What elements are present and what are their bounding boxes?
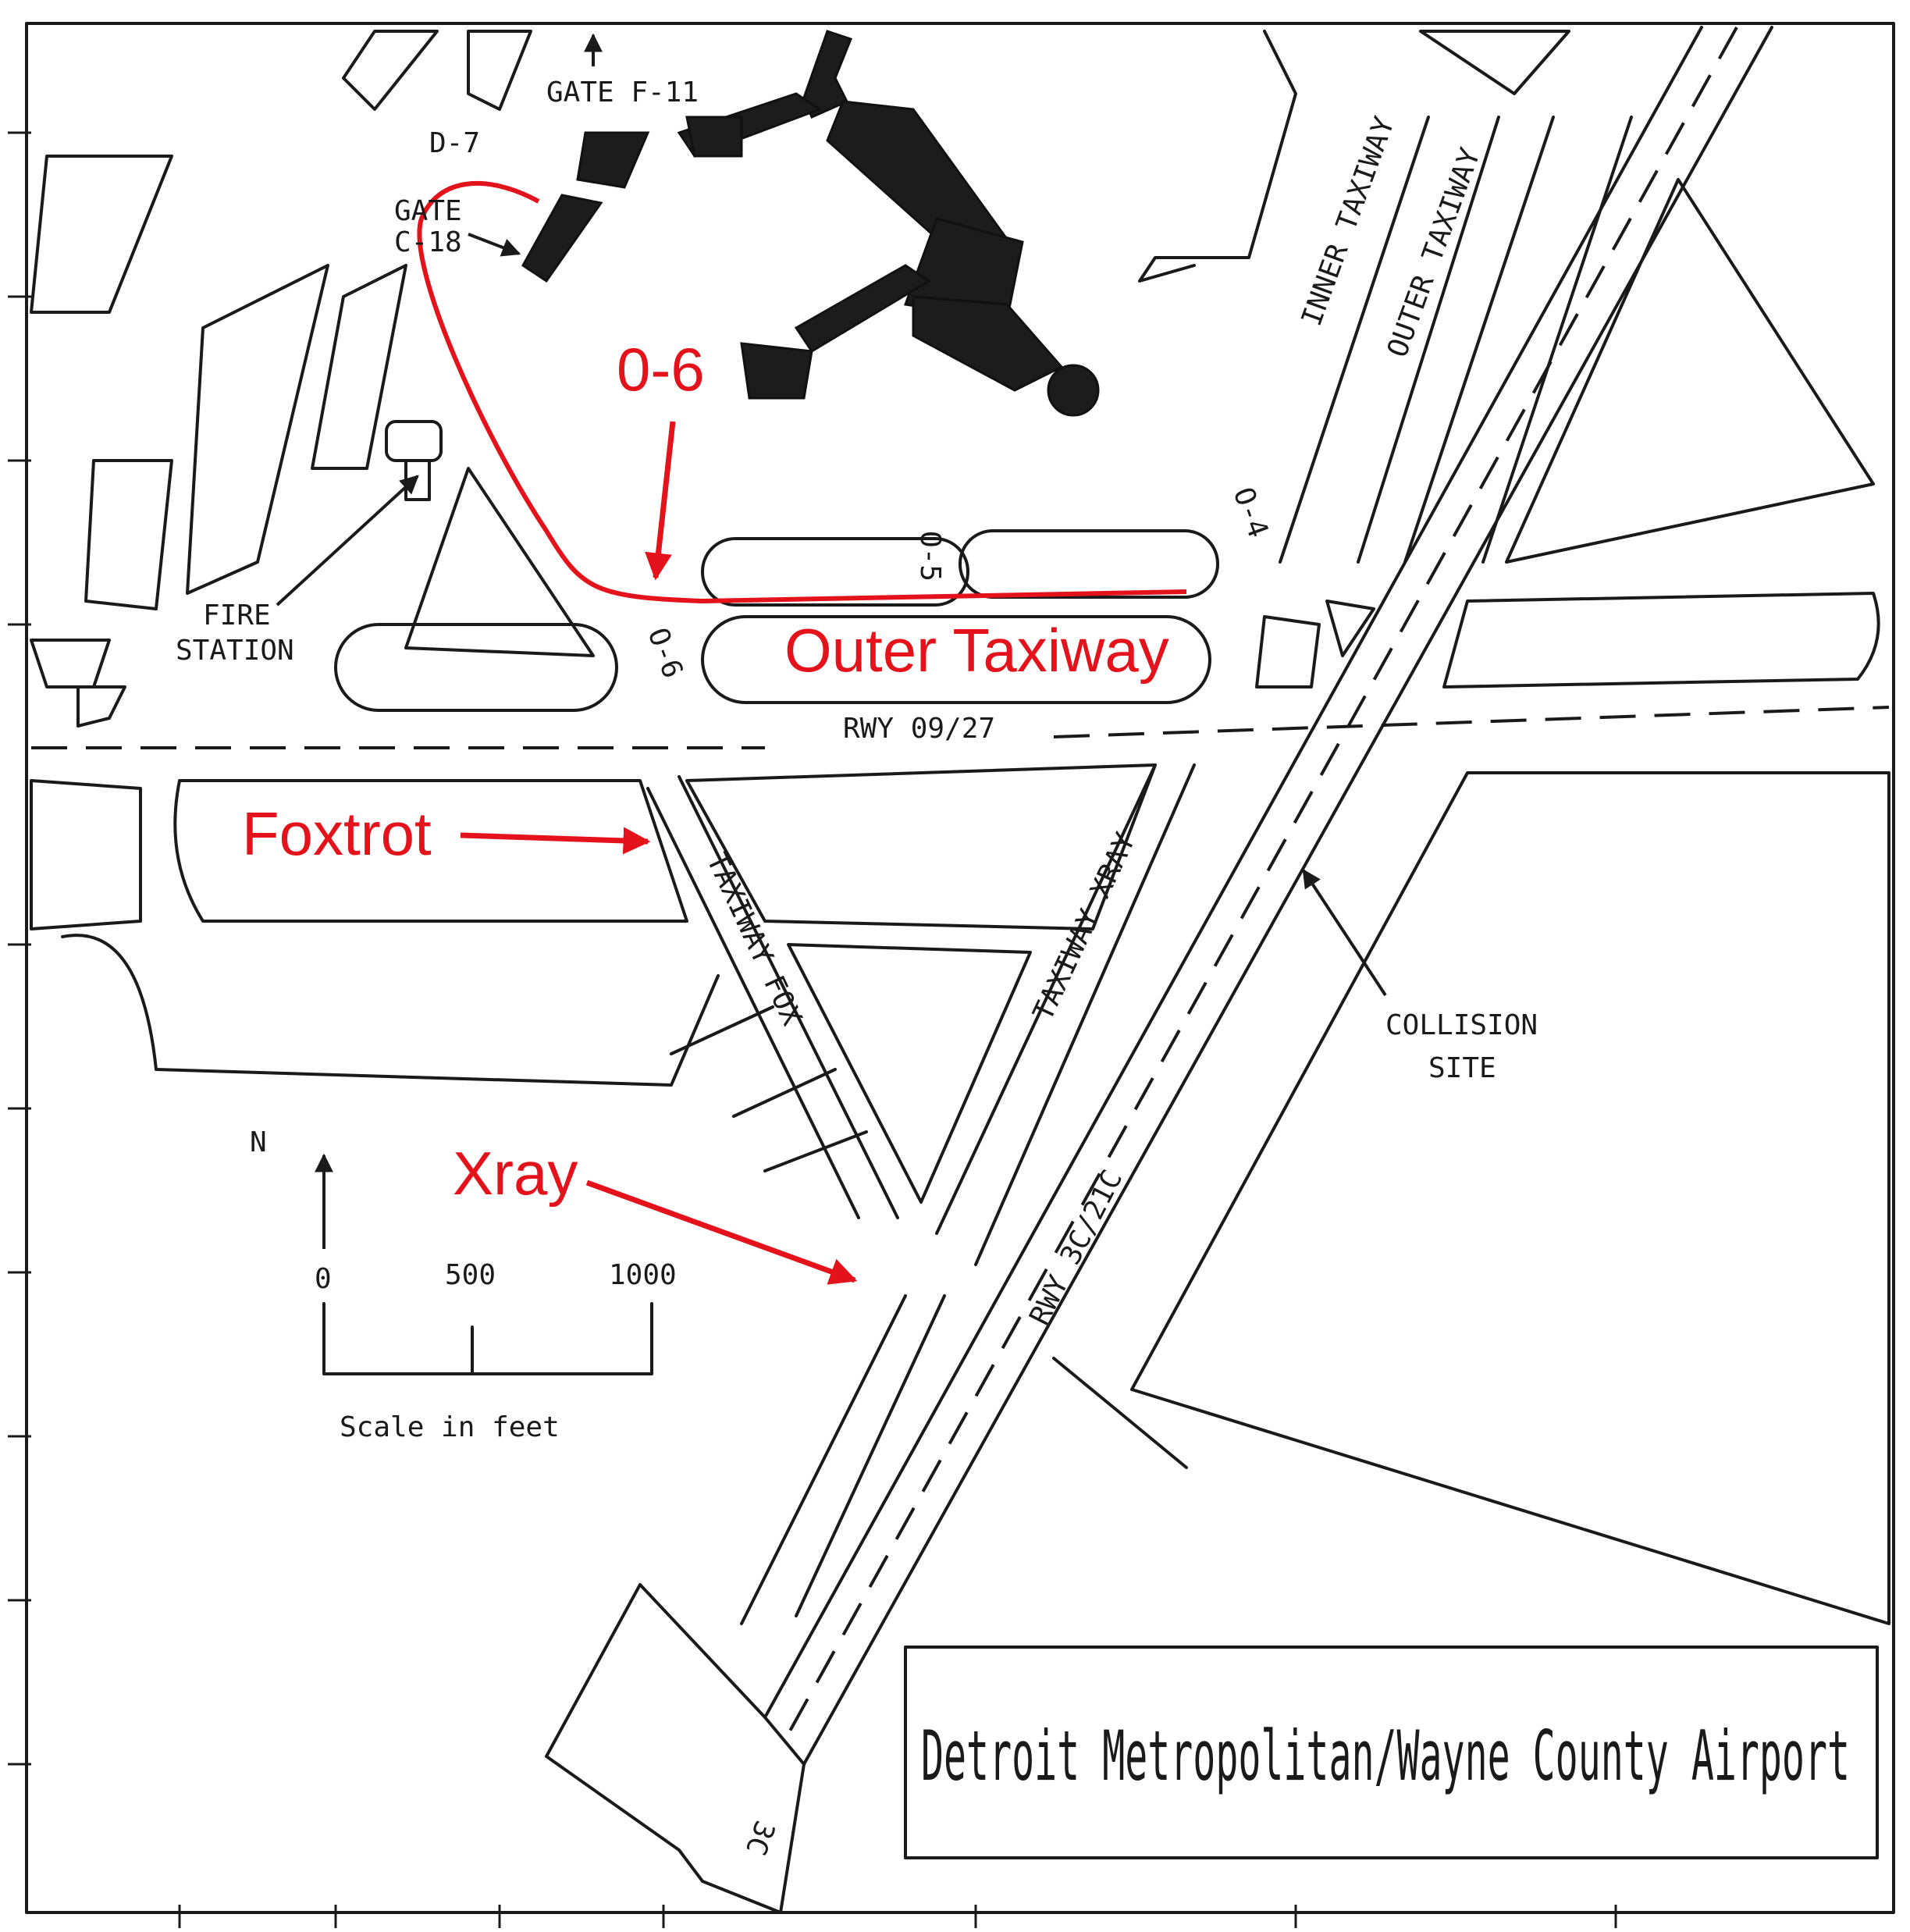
- gate-c18-line2: C-18: [394, 226, 462, 258]
- gate-f11-label: GATE F-11: [546, 76, 699, 109]
- o5-label: O-5: [914, 531, 946, 582]
- xray-red-arrow: [585, 1179, 858, 1285]
- d7-label: D-7: [429, 127, 480, 159]
- title-box: [904, 1646, 1879, 1859]
- xray-annotation: Xray: [453, 1139, 578, 1208]
- inner-taxiway-label: INNER TAXIWAY: [1296, 112, 1401, 330]
- rwy-0927-label: RWY 09/27: [843, 713, 995, 745]
- collision-site-line1: COLLISION: [1385, 1009, 1538, 1041]
- o4-label: O-4: [1227, 483, 1275, 542]
- o6-small-label: O-6: [642, 624, 689, 682]
- runway-3c21c: [545, 26, 1773, 1914]
- aircraft-route-path: [417, 180, 1187, 604]
- fire-station: [385, 420, 443, 501]
- taxiway-islands: [30, 30, 1890, 1625]
- scale-caption: Scale in feet: [340, 1411, 560, 1443]
- fire-station-line2: STATION: [176, 635, 294, 667]
- rwy-end-3c-label: 3C: [739, 1816, 781, 1859]
- fire-station-arrow: [276, 475, 419, 607]
- gate-c18-arrow: [468, 233, 521, 257]
- map-frame: [25, 22, 1895, 1914]
- north-label: N: [250, 1126, 267, 1158]
- collision-site-line2: SITE: [1428, 1052, 1496, 1084]
- scale-tick-0: 0: [315, 1263, 332, 1295]
- scale-tick-500: 500: [445, 1259, 496, 1291]
- foxtrot-red-arrow: [460, 827, 651, 855]
- scale-tick-1000: 1000: [609, 1259, 677, 1291]
- map-title: Detroit Metropolitan/Wayne County Airpor…: [921, 1716, 1850, 1796]
- taxiway-xray: [740, 763, 1196, 1625]
- collision-site-arrow: [1302, 868, 1387, 997]
- outer-taxiway-annotation: Outer Taxiway: [784, 616, 1169, 685]
- runway-0927: [31, 706, 1890, 749]
- o6-annotation: 0-6: [617, 335, 705, 404]
- scale-bar: [322, 1302, 653, 1375]
- rwy-3c21c-label: RWY 3C/21C: [1023, 1165, 1129, 1330]
- o6-red-arrow: [645, 421, 676, 581]
- fire-station-line1: FIRE: [203, 600, 271, 632]
- gate-c18-line1: GATE: [394, 195, 462, 227]
- frame-ticks: [8, 131, 1617, 1928]
- outer-taxiway-label: OUTER TAXIWAY: [1382, 144, 1487, 361]
- taxiway-fox: [646, 775, 899, 1219]
- terminal-buildings: [521, 30, 1100, 417]
- foxtrot-annotation: Foxtrot: [242, 799, 432, 868]
